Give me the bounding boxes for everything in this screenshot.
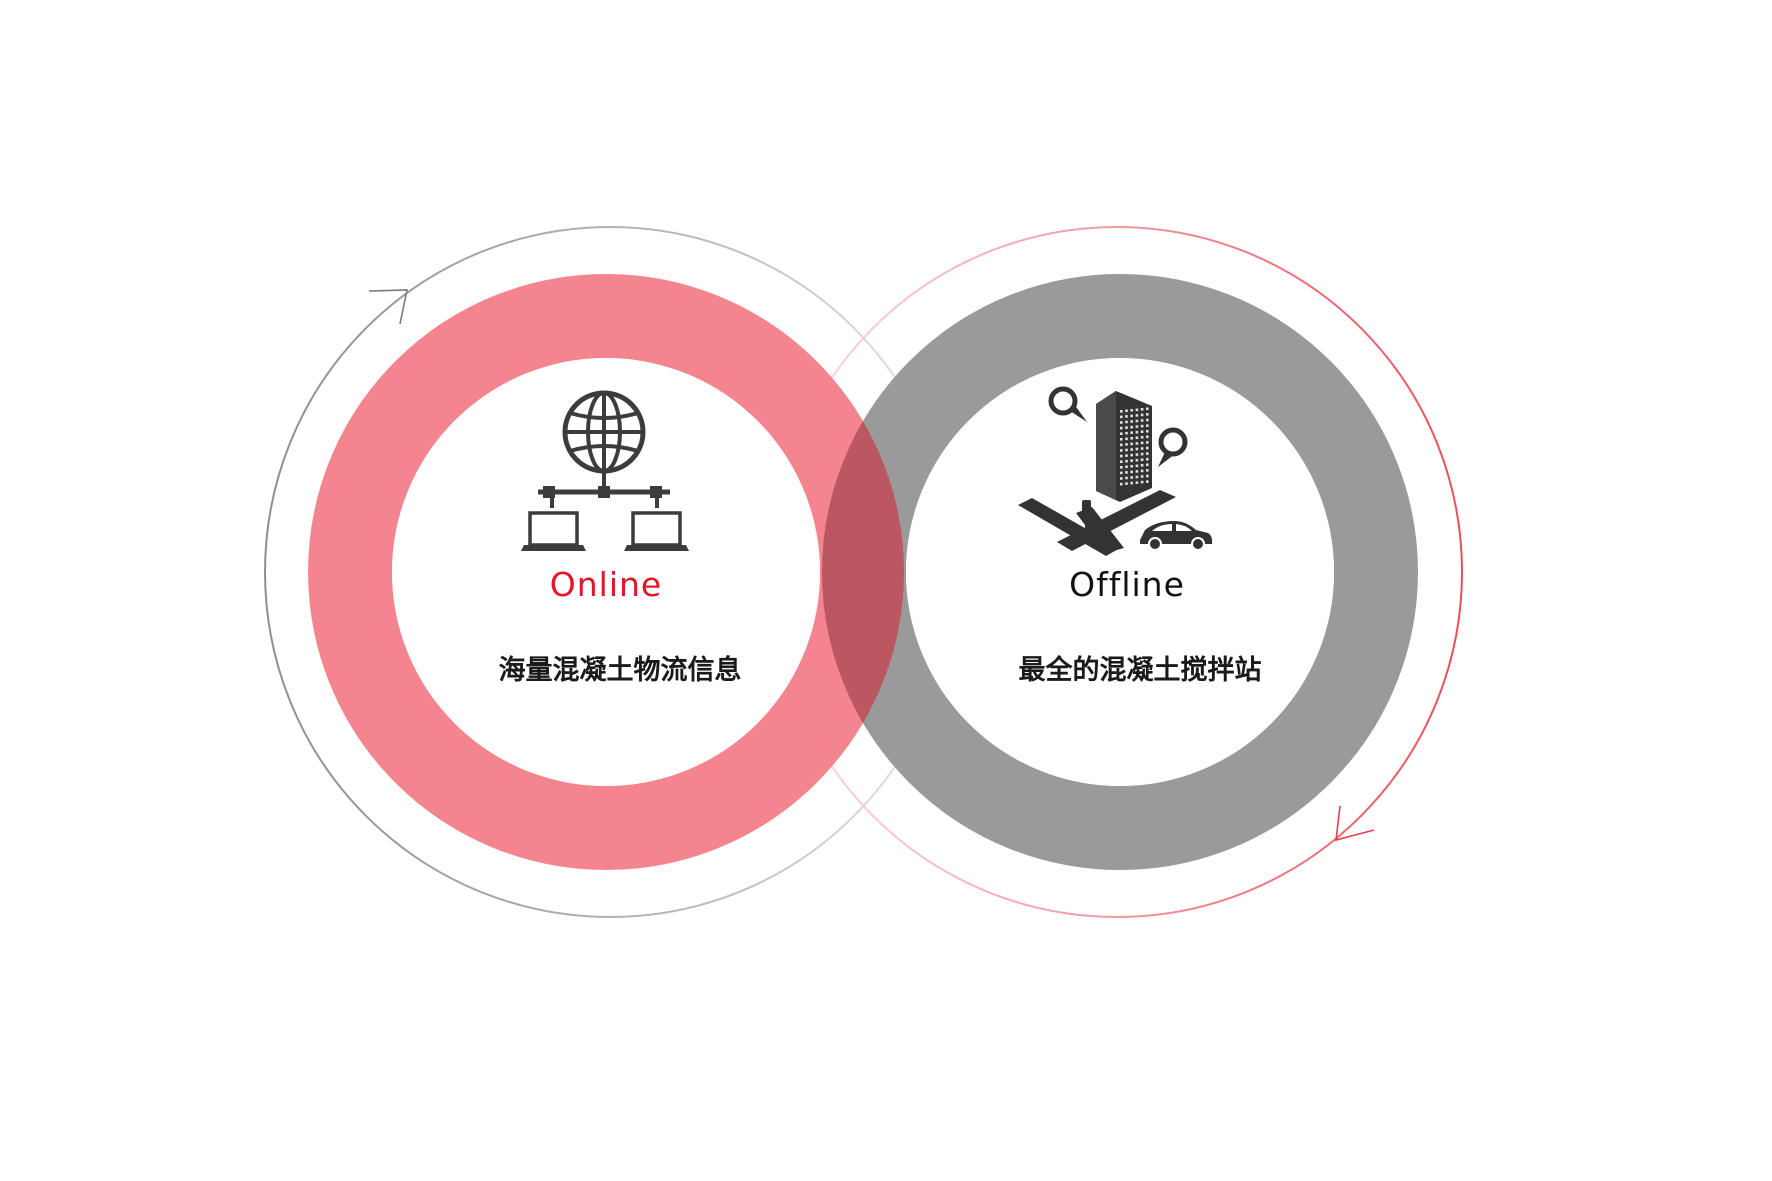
ring-overlap — [822, 274, 904, 870]
globe-network-icon — [521, 390, 689, 551]
city-building-map-icon — [1018, 386, 1213, 556]
online-description: 海量混凝土物流信息 — [498, 655, 742, 686]
online-title: Online — [549, 565, 663, 604]
offline-description: 最全的混凝土搅拌站 — [1018, 655, 1262, 686]
offline-title: Offline — [1069, 565, 1185, 604]
